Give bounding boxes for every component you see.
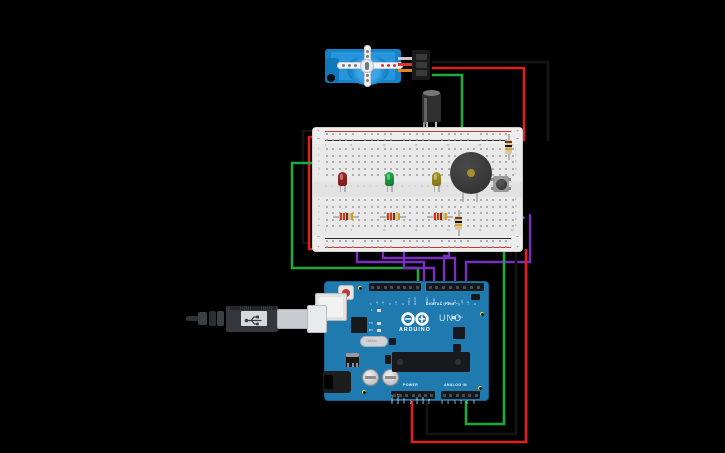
pushbutton-cap[interactable] xyxy=(495,178,507,190)
smd-chip xyxy=(453,344,461,352)
power-header-caption: POWER xyxy=(403,383,419,387)
servo-motor[interactable] xyxy=(325,45,435,87)
usb-connector-tip xyxy=(308,306,326,332)
capacitor-leg xyxy=(426,121,428,134)
capacitor-body xyxy=(422,92,441,124)
resistor-5[interactable] xyxy=(455,210,462,236)
model-text: UNO xyxy=(439,313,462,323)
resistor-2[interactable] xyxy=(380,213,406,220)
barrel-power-jack[interactable] xyxy=(323,371,351,393)
analog-header[interactable] xyxy=(441,391,480,399)
board-capacitor xyxy=(363,370,378,385)
led-label-on: ON xyxy=(458,315,463,319)
led-label-tx: TX xyxy=(369,321,373,325)
usb-connector-window xyxy=(241,311,267,326)
pushbutton[interactable] xyxy=(491,176,511,192)
servo-horn-hub xyxy=(360,59,374,73)
smd-chip xyxy=(453,327,465,339)
servo-lead-power xyxy=(398,63,414,66)
smd-chip xyxy=(389,338,396,345)
buzzer-sound-hole xyxy=(467,169,475,177)
usb-cable-ferrite xyxy=(198,312,207,325)
resistor-1[interactable] xyxy=(333,213,359,220)
analog-header-caption: ANALOG IN xyxy=(444,383,467,387)
status-led xyxy=(377,329,381,332)
usb-connector-shell xyxy=(278,310,314,328)
mounting-hole xyxy=(357,285,363,291)
piezo-buzzer[interactable] xyxy=(450,152,492,202)
crystal-oscillator: 16MHz xyxy=(361,337,387,346)
servo-lead-signal xyxy=(398,69,414,72)
servo-lead-ground xyxy=(398,57,414,60)
resistor-4[interactable] xyxy=(505,134,512,160)
digital-header-caption: DIGITAL (PWM ~) xyxy=(426,302,460,306)
reset-button-cap[interactable] xyxy=(342,288,350,297)
led-label-rx: RX xyxy=(369,328,374,332)
usb-cable-bead xyxy=(217,311,224,326)
led-label-l: L xyxy=(371,308,373,312)
usb-trident-icon xyxy=(244,313,264,326)
crystal-label: 16MHz xyxy=(366,338,377,343)
capacitor-top xyxy=(423,90,440,96)
voltage-regulator xyxy=(346,353,359,367)
capacitor-leg xyxy=(435,121,437,134)
mounting-hole xyxy=(477,385,483,391)
arduino-infinity-logo xyxy=(400,312,430,331)
brand-text: ARDUINO xyxy=(399,327,431,333)
electrolytic-capacitor[interactable] xyxy=(420,88,444,134)
servo-connector[interactable] xyxy=(412,50,430,80)
breadboard-top-rail[interactable]: + − + − xyxy=(313,128,522,144)
atmega328p-mcu xyxy=(392,352,470,372)
usb-cable-bead xyxy=(209,311,216,326)
smd-chip xyxy=(385,355,391,364)
servo-mount-tab xyxy=(325,58,339,82)
digital-header-left[interactable] xyxy=(369,283,421,291)
arduino-uno-board[interactable]: 16MHz L TX RX ON xyxy=(316,282,488,404)
usb-cable[interactable] xyxy=(186,300,326,340)
status-led xyxy=(377,309,381,312)
power-header[interactable] xyxy=(391,391,435,399)
usb-cable-wire xyxy=(186,316,202,321)
mounting-hole xyxy=(361,389,367,395)
resistor-3[interactable] xyxy=(427,213,453,220)
status-led xyxy=(377,322,381,325)
usb-controller-chip xyxy=(351,317,367,333)
digital-header-right[interactable] xyxy=(426,283,484,291)
breadboard-bottom-rail[interactable]: − + − + xyxy=(313,234,522,251)
board-capacitor xyxy=(383,370,398,385)
icsp-header[interactable] xyxy=(471,294,480,300)
power-led xyxy=(452,316,456,319)
servo-mount-hole xyxy=(327,74,335,82)
mounting-hole xyxy=(479,311,485,317)
